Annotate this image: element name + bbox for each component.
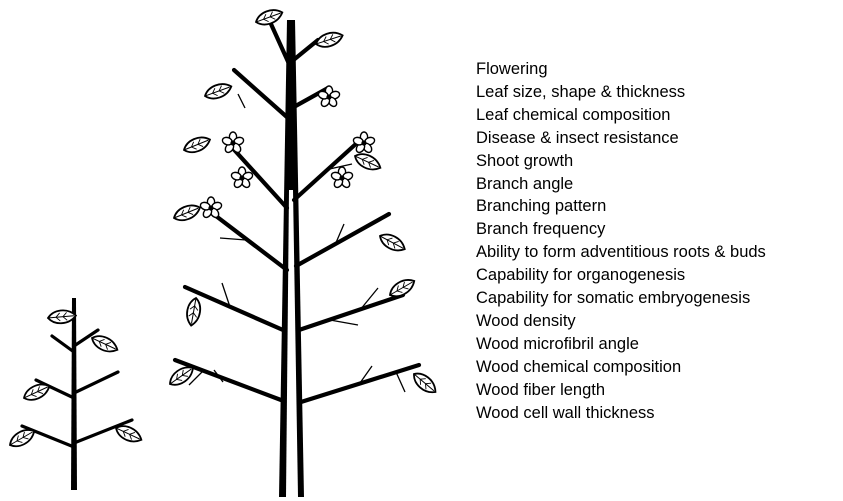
trait-item: Wood chemical composition [476, 356, 766, 379]
trait-item: Leaf size, shape & thickness [476, 81, 766, 104]
trait-list: Flowering Leaf size, shape & thickness L… [476, 58, 766, 425]
trait-item: Wood density [476, 310, 766, 333]
trait-item: Wood cell wall thickness [476, 402, 766, 425]
trait-item: Branching pattern [476, 195, 766, 218]
trait-item: Capability for somatic embryogenesis [476, 287, 766, 310]
trait-item: Leaf chemical composition [476, 104, 766, 127]
trait-item: Wood fiber length [476, 379, 766, 402]
trait-item: Branch angle [476, 173, 766, 196]
trait-item: Ability to form adventitious roots & bud… [476, 241, 766, 264]
small-tree [7, 298, 144, 490]
trait-item: Disease & insect resistance [476, 127, 766, 150]
trait-item: Capability for organogenesis [476, 264, 766, 287]
large-tree [166, 6, 439, 497]
trait-item: Wood microfibril angle [476, 333, 766, 356]
trait-item: Shoot growth [476, 150, 766, 173]
trait-item: Branch frequency [476, 218, 766, 241]
trait-item: Flowering [476, 58, 766, 81]
